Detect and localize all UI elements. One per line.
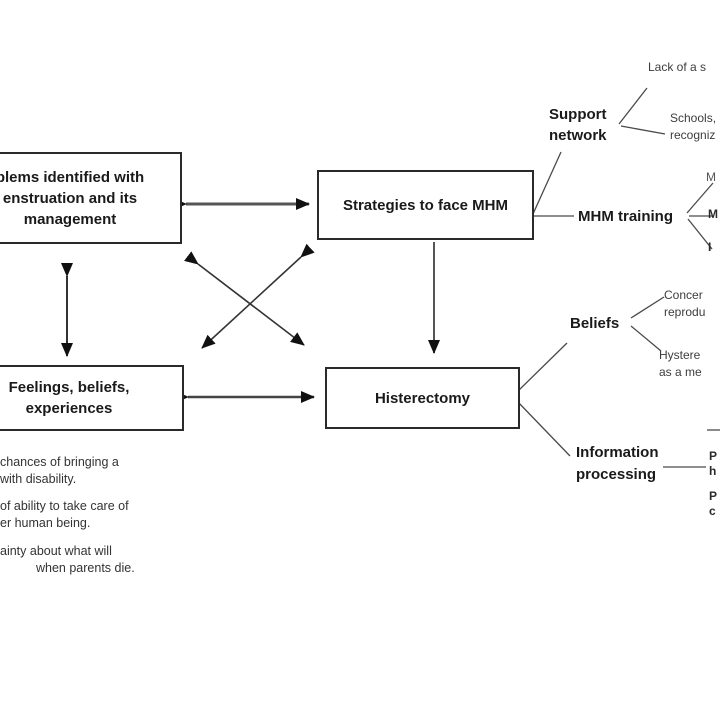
box-problems-line2: enstruation and its [2,189,138,207]
box-feelings: Feelings, beliefs, experiences [0,365,184,431]
training-tip-3-fragment: I [708,240,712,254]
box-histerectomy: Histerectomy [325,367,520,429]
line-histerectomy-beliefs [516,342,568,393]
box-strategies: Strategies to face MHM [317,170,534,240]
bullet2-line1: of ability to take care of [0,499,129,513]
label-beliefs: Beliefs [570,315,620,332]
box-problems-line3: management [23,210,117,228]
line-support-lack [618,87,648,125]
bullet3-line1: ainty about what will [0,544,112,558]
note-hysterectomy-means: Hystere as a me [659,347,702,381]
line-beliefs-concerns [630,296,665,319]
note-concerns: Concer reprodu [664,287,705,321]
line-beliefs-hyster [630,325,662,352]
note-hyster-line2: as a me [659,365,702,379]
info-tip-1-fragment: P [709,449,718,463]
line-histerectomy-information [516,400,571,457]
bullet2-line2: er human being. [0,516,91,530]
note-schools-line2: recogniz [670,128,716,142]
label-mhm-training: MHM training [578,208,673,225]
line-strategies-support-network [532,151,562,215]
label-support-network: Support network [549,104,607,146]
note-concerns-line2: reprodu [664,305,706,319]
training-tip-2-fragment: M [708,207,718,221]
note-schools: Schools, recogniz [670,110,716,144]
bullet1-line2: with disability. [0,472,77,486]
info-tip-3-fragment: P [709,489,718,503]
note-schools-line1: Schools, [670,111,717,125]
line-training-branch-3 [687,218,713,250]
label-information-line1: Information [576,444,659,461]
info-tip-4-fragment: c [709,504,716,518]
arrow-strategies-feelings [201,243,315,349]
bullet3-line2: when parents die. [36,561,135,575]
note-lack-of-support: Lack of a s [648,60,707,74]
line-training-branch-1 [686,182,714,214]
line-support-schools [620,125,666,135]
box-strategies-label: Strategies to face MHM [342,196,509,214]
label-information-processing: Information processing [576,442,659,486]
box-problems-line1: blems identified with [0,168,145,186]
box-histerectomy-label: Histerectomy [374,389,471,407]
label-information-line2: processing [576,466,657,483]
box-feelings-line1: Feelings, beliefs, [8,379,130,396]
label-support-line2: network [549,127,607,144]
training-tip-1-fragment: M [706,170,716,184]
label-support-line1: Support [549,106,607,123]
note-hyster-line1: Hystere [659,348,701,362]
box-problems-mhm: blems identified with enstruation and it… [0,152,182,244]
info-tip-2-fragment: h [709,464,717,478]
note-concerns-line1: Concer [664,288,703,302]
box-feelings-line2: experiences [25,400,113,417]
bullet1-line1: chances of bringing a [0,455,119,469]
arrow-problems-histerectomy [184,251,305,346]
